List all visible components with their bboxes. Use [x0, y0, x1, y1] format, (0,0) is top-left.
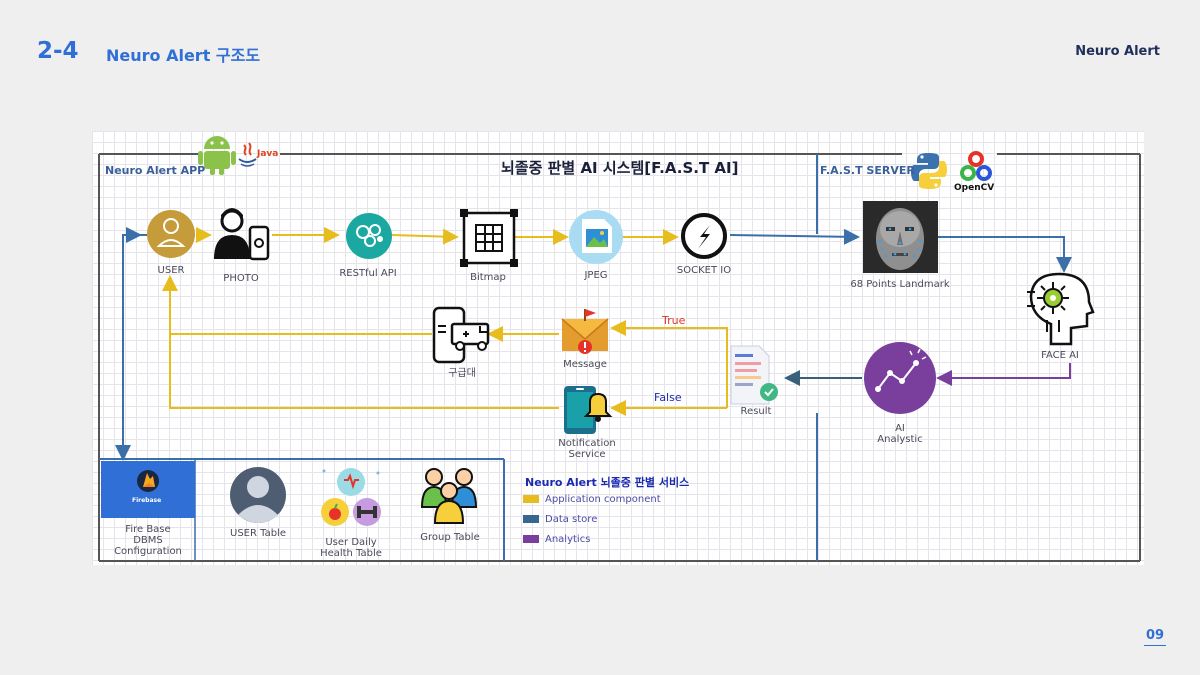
socket-io-icon — [681, 213, 727, 259]
opencv-icon — [960, 151, 992, 181]
opencv-label: OpenCV — [954, 183, 995, 193]
restful-api-icon — [346, 213, 392, 259]
true-edge-label: True — [662, 314, 686, 327]
analytics-arrows — [936, 363, 1071, 386]
photo-label: PHOTO — [223, 273, 259, 284]
android-icon — [198, 136, 236, 175]
bitmap-icon — [460, 209, 518, 267]
jpeg-icon — [569, 210, 623, 264]
page-number: 09 — [1144, 628, 1167, 646]
data-store-arrows — [115, 227, 1072, 461]
photo-person-icon — [214, 208, 270, 261]
bitmap-label: Bitmap — [470, 272, 506, 283]
ai-analytic-icon — [864, 342, 936, 414]
java-icon — [238, 142, 257, 167]
user-table-avatar-icon — [230, 467, 286, 523]
legend-swatch-app — [523, 495, 539, 503]
health-table-icon — [321, 468, 381, 526]
user-label: USER — [157, 265, 185, 276]
message-label: Message — [563, 359, 607, 370]
ai-analytic-label: AI Analystic — [877, 423, 923, 445]
firebase-label: Fire Base DBMS Configuration — [114, 524, 182, 557]
result-label: Result — [740, 406, 772, 417]
firebase-badge-label: Firebase — [132, 497, 162, 504]
result-document-icon — [730, 345, 778, 405]
socket-io-label: SOCKET IO — [676, 265, 732, 276]
notification-label: Notification Service — [558, 438, 616, 460]
app-component-arrows — [162, 227, 728, 416]
restful-api-label: RESTful API — [339, 268, 397, 279]
message-envelope-icon — [561, 309, 609, 354]
landmark-label: 68 Points Landmark — [850, 279, 950, 290]
health-table-label: User Daily Health Table — [320, 537, 382, 559]
legend-item-app: Application component — [545, 494, 661, 505]
notification-phone-icon — [564, 386, 613, 434]
ambulance-label: 구급대 — [448, 368, 476, 379]
architecture-diagram: Neuro Alert APP F.A.S.T SERVER 뇌졸중 판별 AI… — [92, 131, 1144, 565]
user-table-label: USER Table — [230, 528, 286, 539]
false-edge-label: False — [654, 391, 682, 404]
ambulance-phone-icon — [432, 306, 490, 364]
jpeg-label: JPEG — [584, 270, 608, 281]
legend-item-analytics: Analytics — [545, 534, 591, 545]
legend-swatch-data — [523, 515, 539, 523]
diagram-svg — [98, 136, 1141, 562]
legend-item-data: Data store — [545, 514, 598, 525]
group-table-icon — [420, 468, 478, 524]
server-section-label: F.A.S.T SERVER — [820, 164, 915, 177]
legend-title: Neuro Alert 뇌졸중 판별 서비스 — [525, 476, 690, 489]
java-label: Java — [257, 149, 279, 159]
user-avatar-icon — [147, 210, 195, 258]
brand-label: Neuro Alert — [1075, 44, 1160, 59]
face-ai-label: FACE AI — [1041, 350, 1079, 361]
face-landmark-image — [863, 201, 938, 273]
diagram-title: 뇌졸중 판별 AI 시스템[F.A.S.T AI] — [501, 159, 739, 177]
section-title: Neuro Alert 구조도 — [106, 46, 261, 65]
face-ai-icon — [1027, 272, 1095, 346]
python-icon — [911, 153, 947, 189]
group-table-label: Group Table — [420, 532, 480, 543]
section-number: 2-4 — [37, 38, 79, 64]
firebase-block — [101, 461, 195, 518]
legend-swatch-analytics — [523, 535, 539, 543]
app-section-label: Neuro Alert APP — [105, 164, 206, 177]
